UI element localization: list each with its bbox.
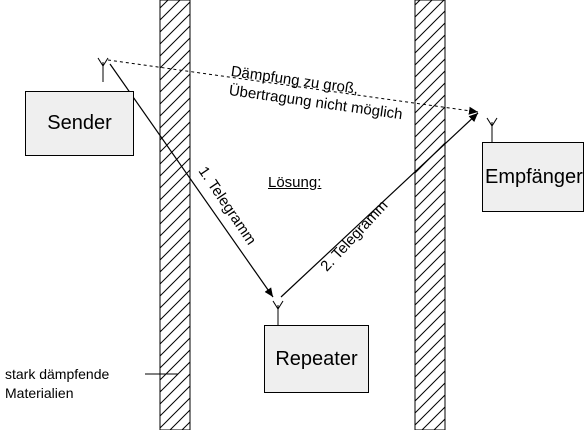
repeater-box: Repeater: [264, 325, 369, 393]
repeater-label: Repeater: [275, 347, 358, 370]
direct-link-arrow: [107, 59, 479, 115]
material-note-line1: stark dämpfende: [5, 366, 110, 382]
material-note-line2: Materialien: [5, 385, 74, 401]
hop2-arrow: [280, 112, 479, 298]
antenna-icon: [486, 117, 498, 142]
receiver-box: Empfänger: [482, 142, 584, 212]
antenna-icon: [272, 300, 284, 325]
sender-box: Sender: [25, 91, 134, 156]
hop1-arrow: [109, 63, 274, 298]
wall-left: [159, 0, 191, 430]
solution-label: Lösung:: [268, 174, 322, 191]
sender-label: Sender: [47, 112, 112, 134]
material-note: stark dämpfende Materialien: [5, 365, 109, 403]
receiver-label: Empfänger: [485, 165, 583, 188]
antenna-icon: [97, 57, 109, 82]
wall-right: [414, 0, 446, 430]
